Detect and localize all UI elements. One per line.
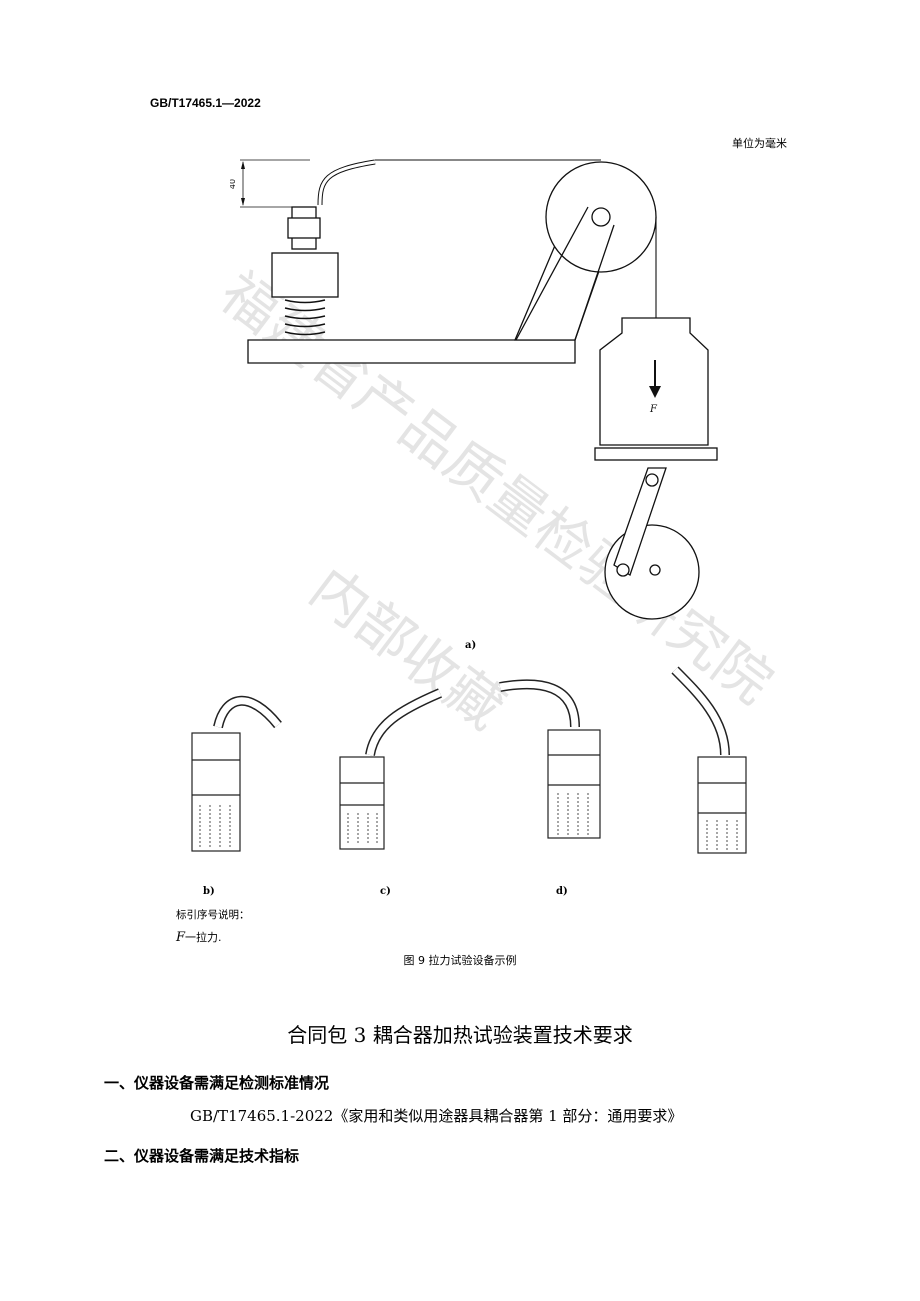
legend-text: 一拉力. [185,931,222,944]
legend-item: F一拉力. [176,929,222,945]
legend-symbol: F [176,930,186,945]
section-2-heading: 二、仪器设备需满足技术指标 [104,1147,300,1165]
connector-b [191,695,282,852]
connector-bend-examples-drawing [191,666,747,854]
connector-c [339,688,442,850]
unit-note: 单位为毫米 [732,137,787,150]
figure-a-label: a) [465,640,477,651]
figure-caption: 图 9 拉力试验设备示例 [403,954,517,967]
dimension-label: 40 [230,179,237,189]
connector-e [671,666,747,854]
pull-test-apparatus-drawing: 40 F [230,159,718,620]
section-1-heading: 一、仪器设备需满足检测标准情况 [104,1074,330,1092]
standard-code: GB/T17465.1—2022 [150,96,261,110]
connector-d [499,679,601,839]
figure-b-label: b) [203,886,215,897]
figure-d-label: d) [556,886,568,897]
document-title: 合同包 3 耦合器加热试验装置技术要求 [287,1023,633,1047]
figure-c-label: c) [380,886,391,897]
force-label: F [649,404,658,415]
section-1-body: GB/T17465.1-2022《家用和类似用途器具耦合器第 1 部分：通用要求… [190,1107,683,1125]
legend-title: 标引序号说明： [176,909,250,921]
